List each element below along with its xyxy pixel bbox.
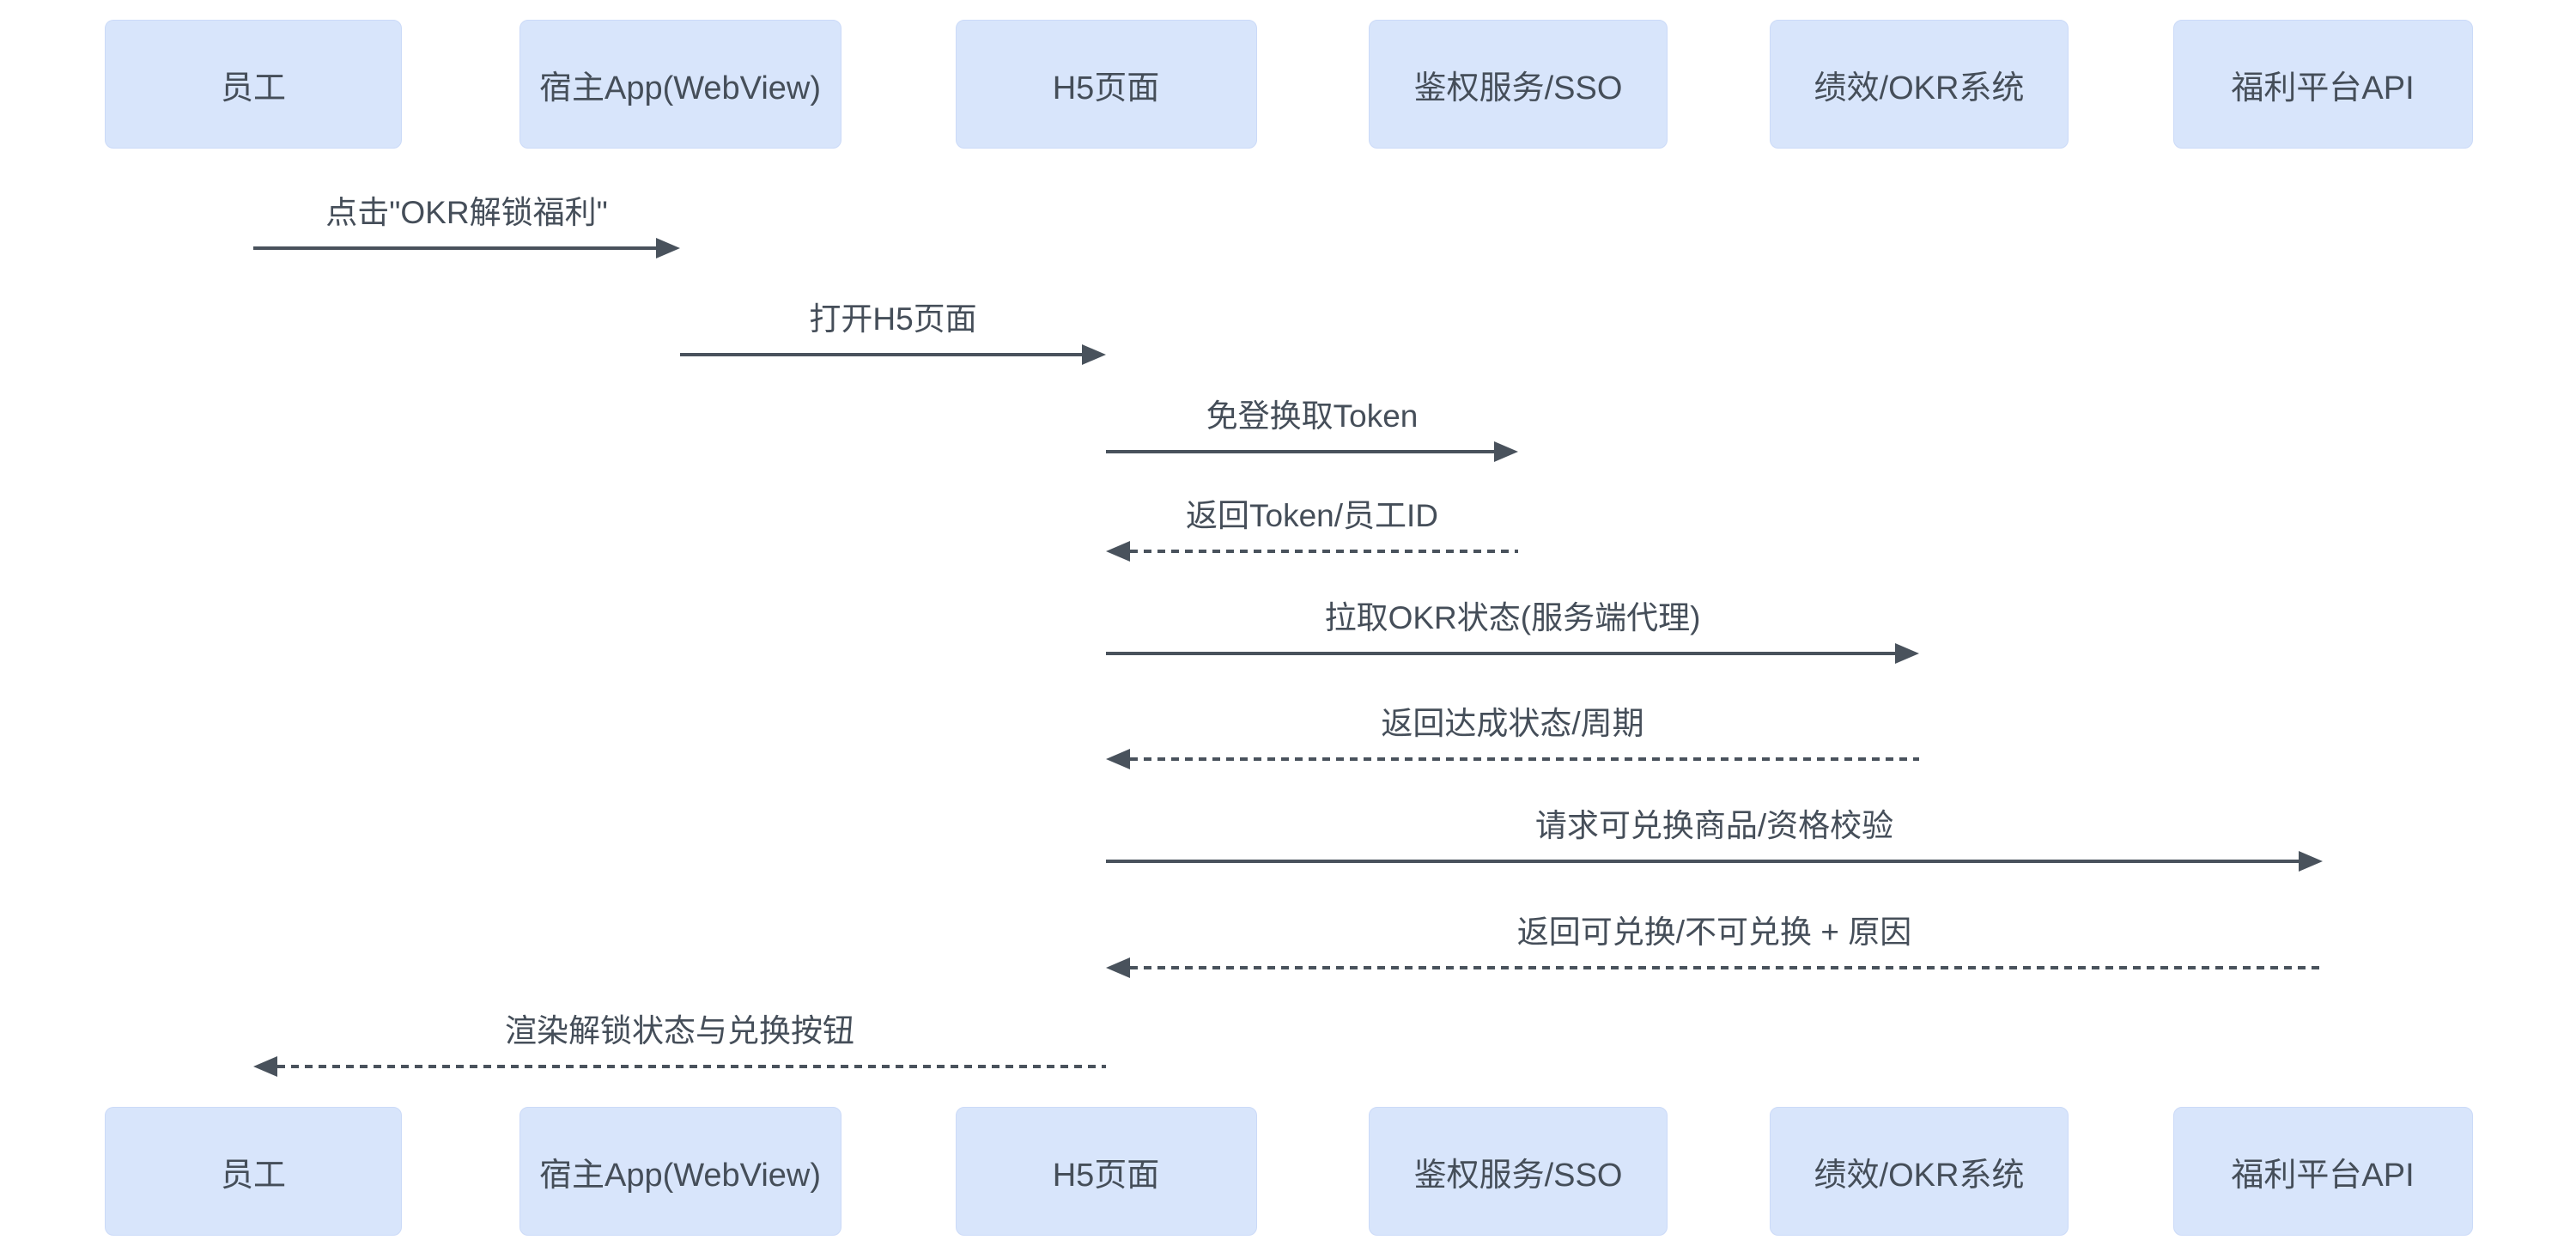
actor-employee-top: 员工 xyxy=(105,20,402,149)
message-arrowhead xyxy=(253,1056,277,1077)
message-line-solid xyxy=(253,246,656,250)
message-arrowhead xyxy=(1895,643,1919,664)
actor-sso-top: 鉴权服务/SSO xyxy=(1369,20,1668,149)
actor-host-app-top: 宿主App(WebView) xyxy=(519,20,841,149)
actor-okr-system-top: 绩效/OKR系统 xyxy=(1770,20,2069,149)
message-label: 渲染解锁状态与兑换按钮 xyxy=(505,1013,854,1048)
actor-benefits-api-top: 福利平台API xyxy=(2172,20,2473,149)
message-label: 免登换取Token xyxy=(1206,398,1419,434)
message-arrowhead xyxy=(1106,749,1130,769)
message-label: 返回Token/员工ID xyxy=(1185,498,1439,533)
actor-employee-bottom: 员工 xyxy=(105,1107,402,1236)
message-line-solid xyxy=(1106,860,2299,863)
message-label: 点击"OKR解锁福利" xyxy=(325,195,608,230)
message-line-dashed xyxy=(1130,550,1518,553)
message-arrowhead xyxy=(2299,851,2323,872)
message-arrowhead xyxy=(1494,441,1518,462)
actor-h5-page-top: H5页面 xyxy=(955,20,1257,149)
actor-sso-bottom: 鉴权服务/SSO xyxy=(1369,1107,1668,1236)
actor-okr-system-bottom: 绩效/OKR系统 xyxy=(1770,1107,2069,1236)
message-arrowhead xyxy=(1082,344,1106,365)
actor-benefits-api-bottom: 福利平台API xyxy=(2172,1107,2473,1236)
message-label: 返回可兑换/不可兑换 + 原因 xyxy=(1516,915,1912,950)
message-label: 请求可兑换商品/资格校验 xyxy=(1534,808,1894,843)
message-line-dashed xyxy=(277,1065,1106,1068)
message-arrowhead xyxy=(656,238,680,258)
actor-host-app-bottom: 宿主App(WebView) xyxy=(519,1107,841,1236)
actor-h5-page-bottom: H5页面 xyxy=(955,1107,1257,1236)
message-line-solid xyxy=(680,353,1082,356)
message-arrowhead xyxy=(1106,541,1130,562)
message-arrowhead xyxy=(1106,957,1130,978)
message-label: 返回达成状态/周期 xyxy=(1381,706,1644,741)
message-label: 拉取OKR状态(服务端代理) xyxy=(1324,600,1701,635)
message-line-dashed xyxy=(1130,757,1919,761)
message-line-dashed xyxy=(1130,966,2323,969)
message-line-solid xyxy=(1106,450,1494,453)
message-label: 打开H5页面 xyxy=(809,301,977,337)
message-line-solid xyxy=(1106,652,1895,655)
